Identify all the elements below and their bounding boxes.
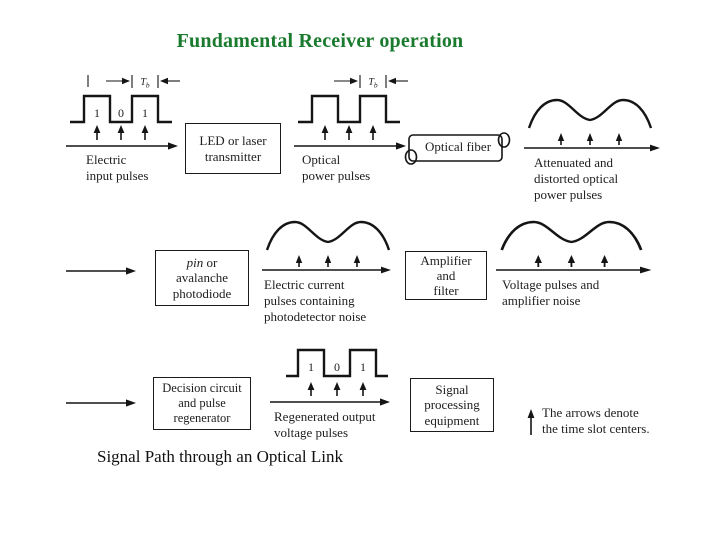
analog-pulse-icon: [527, 98, 653, 129]
photodiode-box: pin or avalanche photodiode: [155, 250, 249, 306]
bit-label: 1: [142, 106, 148, 120]
bit-period-label: Tb: [368, 77, 378, 90]
optical-fiber-icon: Optical fiber: [404, 128, 511, 168]
time-slot-arrows-icon: [93, 125, 149, 140]
attenuated-waveform-icon: [524, 98, 660, 152]
flow-arrow-icon: [262, 266, 391, 274]
analog-pulse-icon: [265, 220, 391, 251]
signal-processing-box: Signal processing equipment: [410, 378, 494, 432]
up-arrow-icon: [527, 409, 535, 435]
regenerated-label: Regenerated output voltage pulses: [274, 409, 376, 441]
flow-arrow-icon: [496, 266, 652, 274]
bit-label: 0: [118, 106, 124, 120]
flow-arrow-icon: [66, 267, 136, 275]
optical-power-waveform-icon: Tb: [294, 75, 408, 150]
time-slot-arrows-icon: [321, 125, 377, 140]
flow-arrow-icon: [294, 142, 406, 150]
time-slot-arrows-icon: [534, 255, 609, 267]
decision-circuit-box: Decision circuit and pulse regenerator: [153, 377, 251, 430]
electric-input-label: Electric input pulses: [86, 152, 149, 184]
time-slot-arrows-icon: [307, 382, 367, 396]
led-transmitter-box: LED or laser transmitter: [185, 123, 281, 174]
bit-label: 1: [308, 360, 314, 374]
tb-dimension-icon: Tb: [334, 75, 408, 90]
bit-period-label: Tb: [140, 77, 150, 90]
voltage-noise-label: Voltage pulses and amplifier noise: [502, 277, 600, 309]
optical-fiber-label: Optical fiber: [424, 139, 492, 154]
time-slot-note: The arrows denote the time slot centers.: [542, 405, 650, 437]
analog-pulse-icon: [500, 220, 643, 251]
flow-arrow-icon: [524, 144, 660, 152]
flow-arrow-icon: [66, 399, 136, 407]
square-pulse-icon: [298, 94, 400, 124]
square-pulse-icon: [70, 94, 172, 124]
time-slot-arrows-icon: [557, 133, 623, 145]
optical-power-label: Optical power pulses: [302, 152, 371, 184]
page-title: Fundamental Receiver operation: [176, 30, 464, 52]
tb-dimension-icon: Tb: [87, 75, 180, 90]
square-pulse-icon: [286, 348, 388, 378]
electric-input-waveform-icon: Tb 1 0 1: [66, 75, 180, 150]
voltage-noise-waveform-icon: [496, 220, 652, 274]
bit-label: 1: [94, 106, 100, 120]
time-slot-arrows-icon: [295, 255, 361, 267]
fiber-cylinder-icon: [404, 132, 511, 165]
amplifier-filter-box: Amplifier and filter: [405, 251, 487, 300]
flow-arrow-icon: [66, 142, 178, 150]
bit-label: 0: [334, 360, 340, 374]
current-noise-waveform-icon: [262, 220, 391, 274]
attenuated-label: Attenuated and distorted optical power p…: [534, 155, 619, 203]
regenerated-waveform-icon: 1 0 1: [270, 348, 390, 406]
flow-arrow-icon: [270, 398, 390, 406]
current-noise-label: Electric current pulses containing photo…: [264, 277, 367, 325]
slide-caption: Signal Path through an Optical Link: [97, 447, 343, 466]
bit-label: 1: [360, 360, 366, 374]
